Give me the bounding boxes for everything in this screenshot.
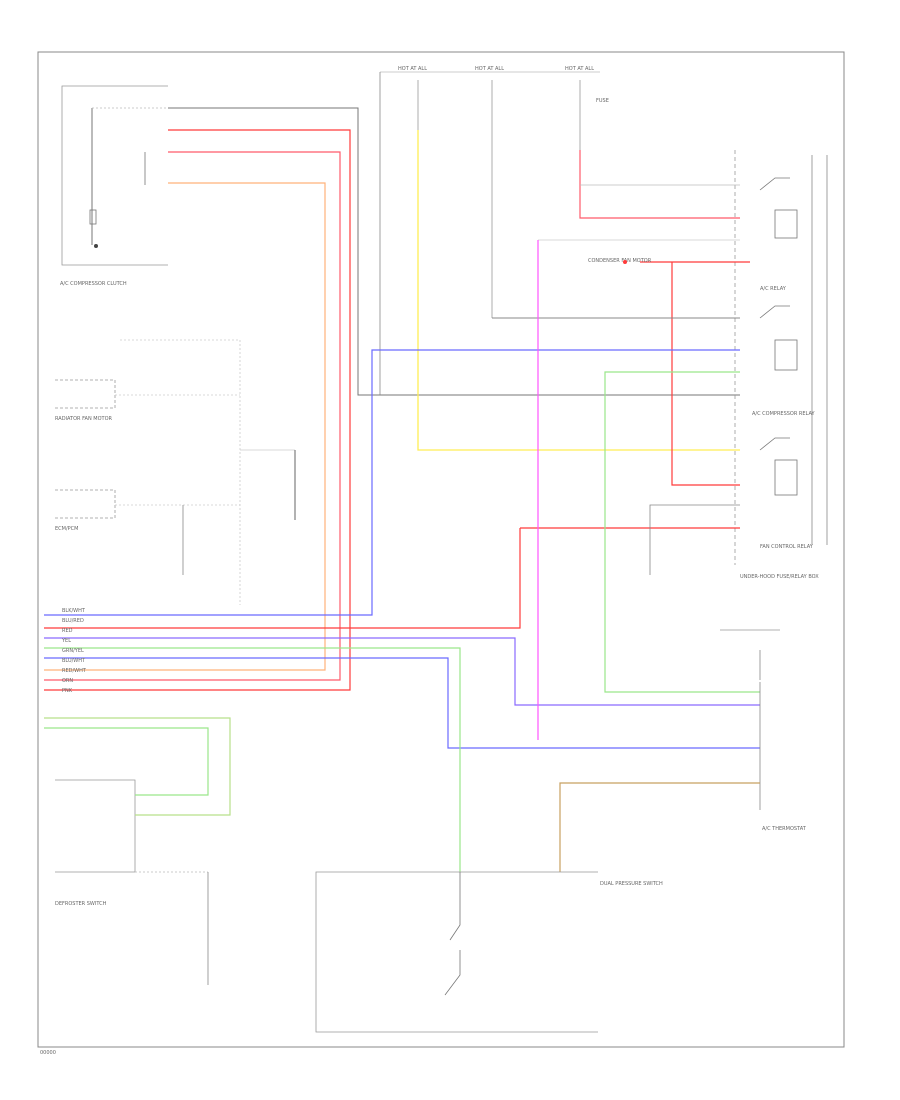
radiator-fan-component: RADIATOR FAN MOTOR [55, 379, 240, 422]
ac-compressor-relay-label: A/C COMPRESSOR RELAY [752, 411, 815, 417]
relay-box: A/C RELAY A/C COMPRESSOR RELAY FAN CONTR… [734, 150, 828, 580]
dual-pressure-switch-component: DUAL PRESSURE SWITCH [315, 871, 663, 1033]
wire-brown [559, 782, 760, 872]
ac-compressor-clutch-component: A/C COMPRESSOR CLUTCH [60, 85, 168, 287]
thermostat-connector: A/C THERMOSTAT [720, 629, 807, 832]
wire-blue-3 [44, 637, 760, 706]
wire-green-defrost-1 [44, 717, 231, 816]
wire-yellow [417, 130, 740, 451]
fuse-group: HOT AT ALL HOT AT ALL HOT AT ALL FUSE [379, 66, 609, 395]
wire-red-vertical [671, 262, 740, 486]
radiator-fan-label: RADIATOR FAN MOTOR [55, 416, 113, 422]
wire-orange-top [44, 182, 326, 671]
ecm-label: ECM/PCM [55, 526, 78, 532]
condenser-fan-label: CONDENSER FAN MOTOR [588, 258, 652, 264]
wire-red-right [579, 150, 740, 219]
wire-black-fan [649, 504, 740, 575]
under-hood-label: UNDER-HOOD FUSE/RELAY BOX [740, 574, 819, 580]
condenser-fan-component: CONDENSER FAN MOTOR [588, 258, 652, 264]
wire-label-column: BLK/WHT BLU/RED RED YEL GRN/YEL BLU/WHT … [61, 608, 87, 694]
ac-compressor-label: A/C COMPRESSOR CLUTCH [60, 281, 127, 287]
ac-relay-label: A/C RELAY [760, 286, 787, 292]
footer-code: 00000 [40, 1050, 56, 1056]
ac-thermostat-label: A/C THERMOSTAT [762, 826, 807, 832]
wire-red-top [44, 129, 351, 691]
diagram-border [37, 51, 845, 1048]
wire-label-3: YEL [61, 638, 71, 644]
fuse-label: FUSE [596, 98, 609, 104]
dual-pressure-label: DUAL PRESSURE SWITCH [600, 881, 663, 887]
defroster-switch-component: DEFROSTER SWITCH [44, 717, 231, 985]
wire-label-1: BLU/RED [62, 618, 84, 624]
wire-green-defrost-2 [44, 727, 209, 796]
ecm-component: ECM/PCM [55, 339, 296, 605]
wire-label-0: BLK/WHT [62, 608, 86, 614]
wire-blue-2 [44, 657, 760, 749]
wire-pink-top [44, 151, 341, 681]
hot-label-2: HOT AT ALL [475, 66, 504, 72]
hot-label-1: HOT AT ALL [398, 66, 427, 72]
wire-label-6: RED/WHT [62, 668, 87, 674]
fan-control-relay-label: FAN CONTROL RELAY [760, 544, 814, 550]
wire-label-4: GRN/YEL [62, 648, 84, 654]
wire-label-5: BLU/WHT [62, 658, 86, 664]
wire-green-1 [604, 371, 760, 693]
wire-red-long [44, 528, 521, 629]
hot-label-3: HOT AT ALL [565, 66, 594, 72]
wire-label-8: PNK [62, 688, 73, 694]
wire-blue-1 [44, 349, 740, 616]
wire-label-7: ORN [62, 678, 73, 684]
wire-label-2: RED [62, 628, 73, 634]
wire-black-top [168, 107, 740, 396]
defroster-switch-label: DEFROSTER SWITCH [55, 901, 107, 907]
wire-green-2 [44, 647, 461, 872]
